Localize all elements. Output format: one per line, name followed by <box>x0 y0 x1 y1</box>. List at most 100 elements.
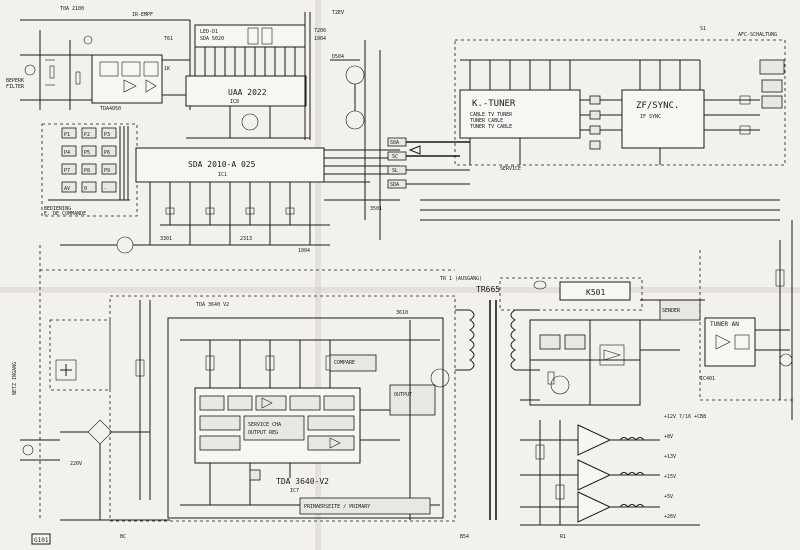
svg-text:P7: P7 <box>64 168 70 174</box>
display-driver-section: LED-D1 SDA 5020 UAA 2022 IC8 7206 1004 <box>185 12 326 140</box>
svg-text:IC8: IC8 <box>230 99 239 105</box>
k-tuner-block <box>459 89 581 139</box>
svg-text:P3: P3 <box>104 132 110 138</box>
svg-text:COMPARE: COMPARE <box>334 360 355 366</box>
svg-text:LED-D1: LED-D1 <box>200 29 218 35</box>
svg-text:SC: SC <box>392 154 398 160</box>
svg-text:BEPERK: BEPERK <box>6 78 24 84</box>
svg-text:TDA4050: TDA4050 <box>100 106 121 112</box>
mains-input-section: NETZ INGANG 220V <box>12 300 170 521</box>
svg-text:R1: R1 <box>560 534 566 540</box>
svg-text:T2EV: T2EV <box>332 10 344 16</box>
svg-text:T0A 2100: T0A 2100 <box>60 6 84 12</box>
svg-text:1K: 1K <box>164 66 170 72</box>
svg-text:IR-EMPF: IR-EMPF <box>132 12 153 18</box>
svg-text:E. DE COMMANDE: E. DE COMMANDE <box>44 211 86 217</box>
svg-text:3610: 3610 <box>396 310 408 316</box>
svg-text:AV: AV <box>64 186 70 192</box>
svg-text:S0A: S0A <box>390 140 399 146</box>
page-id-box <box>31 533 51 545</box>
svg-text:0: 0 <box>84 186 87 192</box>
svg-text:TUNER AN: TUNER AN <box>710 321 739 328</box>
svg-text:NETZ INGANG: NETZ INGANG <box>12 362 18 395</box>
svg-text:P9: P9 <box>104 168 110 174</box>
svg-text:CABLE TV TUNER: CABLE TV TUNER <box>470 112 513 118</box>
svg-text:OUTPUT REG: OUTPUT REG <box>248 430 278 436</box>
svg-text:-: - <box>104 186 107 192</box>
ir-amp-ic <box>91 54 163 104</box>
svg-text:P5: P5 <box>84 150 90 156</box>
tda3640-label: TDA 3640-V2 <box>276 477 329 486</box>
relay-section: K501 <box>499 277 680 406</box>
svg-text:P8: P8 <box>84 168 90 174</box>
svg-text:+12V 7/16 +CB8: +12V 7/16 +CB8 <box>664 414 706 420</box>
k501-relay <box>559 281 631 301</box>
transistor-left <box>116 236 134 254</box>
svg-text:1004: 1004 <box>314 36 326 42</box>
bus-interface: S0A SC SL SDA T2EV D504 3501 <box>330 10 470 240</box>
svg-text:3501: 3501 <box>370 206 382 212</box>
right-tuner-section: TUNER AN SENDER IC401 <box>640 220 795 420</box>
keypad-matrix: P1 P2 P3 P4 P5 P6 P7 P8 P9 AV 0 - BEDIEN… <box>41 123 138 217</box>
svg-text:P6: P6 <box>104 150 110 156</box>
power-supply-section: SERVICE CHA OUTPUT REG TDA 3640-V2 IC7 C… <box>109 295 456 522</box>
tuner-section: K.-TUNER CABLE TV TUNER TUNER CABLE TUNE… <box>420 26 786 221</box>
svg-text:FILTER: FILTER <box>6 84 25 90</box>
tr665-label: TR665 <box>476 285 500 294</box>
svg-text:SDA: SDA <box>390 182 399 188</box>
k-tuner-label: K.-TUNER <box>472 99 516 109</box>
svg-text:+26V: +26V <box>664 514 676 520</box>
svg-text:TR 1 (AUSGANG): TR 1 (AUSGANG) <box>440 276 482 282</box>
uaa2022-label: UAA 2022 <box>228 88 267 97</box>
ir-amplifier-section: BEPERK FILTER TDA4050 IR-EMPF T0A 2100 T… <box>6 6 191 112</box>
output-amp-1 <box>577 424 612 456</box>
svg-text:T61: T61 <box>164 36 173 42</box>
uaa2022-ic <box>185 75 307 107</box>
svg-text:SDA 5020: SDA 5020 <box>200 36 224 42</box>
sda2010-ic <box>135 147 325 183</box>
page-id: G101 <box>34 537 49 544</box>
svg-text:3301: 3301 <box>160 236 172 242</box>
svg-text:PRIMAERSEITE / PRIMARY: PRIMAERSEITE / PRIMARY <box>304 504 370 510</box>
svg-text:D504: D504 <box>332 54 344 60</box>
svg-text:SERVICE CHA: SERVICE CHA <box>248 422 281 428</box>
svg-text:7206: 7206 <box>314 28 326 34</box>
svg-text:2313: 2313 <box>240 236 252 242</box>
svg-text:+15V: +15V <box>664 474 676 480</box>
svg-text:P4: P4 <box>64 150 70 156</box>
svg-text:IC401: IC401 <box>700 376 715 382</box>
svg-text:TUNER CABLE: TUNER CABLE <box>470 118 503 124</box>
k501-label: K501 <box>586 288 605 297</box>
power-transistor <box>430 368 450 388</box>
zf-sync-block <box>621 89 705 149</box>
svg-text:BC: BC <box>120 534 126 540</box>
audio-output-section: +12V 7/16 +CB8 +8V +13V +15V +5V +26V <box>520 414 706 526</box>
svg-text:+13V: +13V <box>664 454 676 460</box>
sda2010-label: SDA 2010-A 025 <box>188 160 256 169</box>
svg-text:TDA 3640 V2: TDA 3640 V2 <box>196 302 229 308</box>
svg-text:BEDIENING: BEDIENING <box>44 206 71 212</box>
svg-text:SL: SL <box>392 168 398 174</box>
zf-sync-label: ZF/SYNC. <box>636 101 679 111</box>
svg-text:220V: 220V <box>70 461 82 467</box>
svg-text:IC7: IC7 <box>290 488 299 494</box>
output-amp-3 <box>577 491 612 523</box>
svg-text:+5V: +5V <box>664 494 673 500</box>
svg-text:P1: P1 <box>64 132 70 138</box>
svg-text:P2: P2 <box>84 132 90 138</box>
svg-text:AFC-SCHALTUNG: AFC-SCHALTUNG <box>738 32 777 38</box>
svg-text:IF SYNC: IF SYNC <box>640 114 661 120</box>
svg-text:TUNER TV CABLE: TUNER TV CABLE <box>470 124 512 130</box>
svg-text:B54: B54 <box>460 534 469 540</box>
svg-text:1004: 1004 <box>298 248 310 254</box>
output-amp-2 <box>577 459 612 491</box>
svg-text:SENDER: SENDER <box>662 308 681 314</box>
svg-text:+8V: +8V <box>664 434 673 440</box>
svg-text:S1: S1 <box>700 26 706 32</box>
transformer-section: TR665 TR 1 (AUSGANG) <box>440 276 540 520</box>
controller-section: SDA 2010-A 025 IC1 3301 2313 1004 <box>135 147 400 254</box>
svg-text:IC1: IC1 <box>218 172 227 178</box>
svg-text:OUTPUT: OUTPUT <box>394 392 412 398</box>
svg-text:SERVICE: SERVICE <box>500 166 521 172</box>
